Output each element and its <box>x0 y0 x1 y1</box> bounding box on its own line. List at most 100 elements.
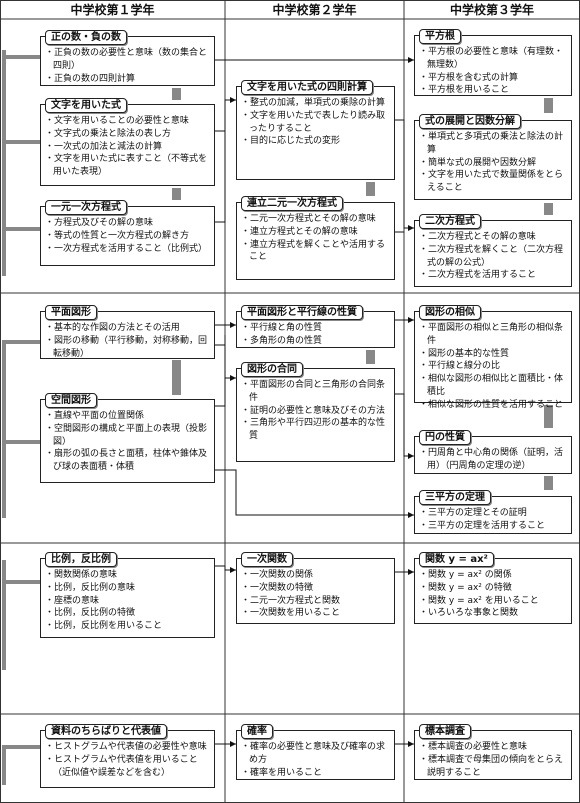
topic-title: 資料のちらばりと代表値 <box>45 724 167 739</box>
topic-box-heihou: 平方根平方根の必要性と意味（有理数・無理数）平方根を含む式の計算平方根を用いるこ… <box>414 29 572 97</box>
topic-item: 二次方程式を解くこと（二次方程式の解の公式） <box>419 244 568 270</box>
topic-item: 正負の数の必要性と意味（数の集合と四則） <box>45 47 211 73</box>
topic-box-souji: 図形の相似平面図形の相似と三角形の相似条件図形の基本的な性質平行線と線分の比相似… <box>414 305 572 410</box>
topic-title: 平面図形 <box>45 305 97 320</box>
topic-item-list: 確率の必要性と意味及び確率の求め方確率を用いること <box>241 741 391 779</box>
topic-item: 相似な図形の相似比と面積比・体積比 <box>419 373 568 399</box>
topic-box-ichigen: 一元一次方程式方程式及びその解の意味等式の性質と一次方程式の解き方一次方程式を活… <box>40 200 215 266</box>
topic-item: 比例，反比例を用いること <box>45 620 211 633</box>
topic-item: ヒストグラムや代表値を用いること（近似値や誤差などを含む） <box>45 754 211 780</box>
topic-item: 文字を用いた式で数量関係をとらえること <box>419 169 568 195</box>
topic-item: 一次関数の特徴 <box>241 582 391 595</box>
topic-item: 方程式及びその解の意味 <box>45 217 211 230</box>
topic-item: 簡単な式の展開や因数分解 <box>419 157 568 170</box>
topic-box-ichiji: 一次関数一次関数の関係一次関数の特徴二元一次方程式と関数一次関数を用いること <box>236 552 395 624</box>
topic-item: ヒストグラムや代表値の必要性や意味 <box>45 741 211 754</box>
topic-item: 一次方程式を活用すること（比例式） <box>45 243 211 256</box>
topic-item: 二元一次方程式とその解の意味 <box>241 213 391 226</box>
topic-box-seifu: 正の数・負の数正負の数の必要性と意味（数の集合と四則）正負の数の四則計算 <box>40 30 215 86</box>
topic-item: 扇形の弧の長さと面積，柱体や錐体及び球の表面積・体積 <box>45 448 211 474</box>
topic-box-heimen: 平面図形基本的な作図の方法とその活用図形の移動（平行移動，対称移動，回転移動） <box>40 305 215 360</box>
topic-item: 座標の意味 <box>45 595 211 608</box>
topic-title: 文字を用いた式 <box>45 98 127 113</box>
topic-title: 標本調査 <box>419 724 471 739</box>
topic-item: 証明の必要性と意味及びその方法 <box>241 405 391 418</box>
topic-box-niji: 二次方程式二次方程式とその解の意味二次方程式を解くこと（二次方程式の解の公式）二… <box>414 214 572 287</box>
topic-title: 一次関数 <box>241 552 293 567</box>
topic-item: 単項式と多項式の乗法と除法の計算 <box>419 131 568 157</box>
topic-item: 三平方の定理とその証明 <box>419 507 568 520</box>
topic-item: 平行線と線分の比 <box>419 360 568 373</box>
topic-item-list: 平方根の必要性と意味（有理数・無理数）平方根を含む式の計算平方根を用いること <box>419 46 568 97</box>
topic-item: 図形の基本的な性質 <box>419 348 568 361</box>
topic-item: 平面図形の相似と三角形の相似条件 <box>419 322 568 348</box>
topic-item-list: 関数関係の意味比例，反比例の意味座標の意味比例，反比例の特徴比例，反比例を用いる… <box>45 569 211 633</box>
topic-item: 図形の移動（平行移動，対称移動，回転移動） <box>45 335 211 361</box>
topic-item-list: 平面図形の相似と三角形の相似条件図形の基本的な性質平行線と線分の比相似な図形の相… <box>419 322 568 412</box>
topic-item: いろいろな事象と関数 <box>419 607 568 620</box>
topic-box-moji1: 文字を用いた式文字を用いることの必要性と意味文字式の乗法と除法の表し方一次式の加… <box>40 98 215 186</box>
topic-box-shiryo: 資料のちらばりと代表値ヒストグラムや代表値の必要性や意味ヒストグラムや代表値を用… <box>40 724 215 788</box>
topic-item: 連立方程式を解くことや活用すること <box>241 239 391 265</box>
topic-item-list: 単項式と多項式の乗法と除法の計算簡単な式の展開や因数分解文字を用いた式で数量関係… <box>419 131 568 195</box>
topic-box-tenkai: 式の展開と因数分解単項式と多項式の乗法と除法の計算簡単な式の展開や因数分解文字を… <box>414 114 572 200</box>
topic-item: 基本的な作図の方法とその活用 <box>45 322 211 335</box>
topic-item-list: 方程式及びその解の意味等式の性質と一次方程式の解き方一次方程式を活用すること（比… <box>45 217 211 255</box>
topic-box-moji2: 文字を用いた式の四則計算整式の加減，単項式の乗除の計算文字を用いた式で表したり読… <box>236 80 395 180</box>
topic-item: 文字を用いた式に表すこと（不等式を用いた表現） <box>45 153 211 179</box>
topic-item: 整式の加減，単項式の乗除の計算 <box>241 97 391 110</box>
topic-item: 標本調査の必要性と意味 <box>419 741 568 754</box>
topic-item: 確率の必要性と意味及び確率の求め方 <box>241 741 391 767</box>
topic-title: 三平方の定理 <box>419 490 491 505</box>
topic-item-list: 基本的な作図の方法とその活用図形の移動（平行移動，対称移動，回転移動） <box>45 322 211 360</box>
topic-item: 三平方の定理を活用すること <box>419 520 568 533</box>
topic-item: 平行線と角の性質 <box>241 322 391 335</box>
topic-item: 比例，反比例の特徴 <box>45 607 211 620</box>
topic-title: 平面図形と平行線の性質 <box>241 305 363 320</box>
topic-item-list: 二次方程式とその解の意味二次方程式を解くこと（二次方程式の解の公式）二次方程式を… <box>419 231 568 282</box>
topic-item: 文字を用いた式で表したり読み取ったりすること <box>241 110 391 136</box>
topic-title: 空間図形 <box>45 393 97 408</box>
topic-item: 平面図形の合同と三角形の合同条件 <box>241 379 391 405</box>
topic-item-list: 平行線と角の性質多角形の角の性質 <box>241 322 391 348</box>
topic-item: 平方根を用いること <box>419 84 568 97</box>
topic-item-list: 正負の数の必要性と意味（数の集合と四則）正負の数の四則計算 <box>45 47 211 85</box>
topic-item: 比例，反比例の意味 <box>45 582 211 595</box>
topic-item-list: 平面図形の合同と三角形の合同条件証明の必要性と意味及びその方法三角形や平行四辺形… <box>241 379 391 443</box>
topic-item: 円周角と中心角の関係（証明，活用）（円周角の定理の逆） <box>419 447 568 473</box>
topic-item-list: 整式の加減，単項式の乗除の計算文字を用いた式で表したり読み取ったりすること目的に… <box>241 97 391 148</box>
topic-item: 相似な図形の性質を活用すること <box>419 399 568 412</box>
topic-item-list: 円周角と中心角の関係（証明，活用）（円周角の定理の逆） <box>419 447 568 473</box>
topic-item: 平方根の必要性と意味（有理数・無理数） <box>419 46 568 72</box>
topic-box-renritsu: 連立二元一次方程式二元一次方程式とその解の意味連立方程式とその解の意味連立方程式… <box>236 196 395 280</box>
topic-box-hirei: 比例，反比例関数関係の意味比例，反比例の意味座標の意味比例，反比例の特徴比例，反… <box>40 552 215 638</box>
topic-box-heikou: 平面図形と平行線の性質平行線と角の性質多角形の角の性質 <box>236 305 395 348</box>
topic-box-goudou: 図形の合同平面図形の合同と三角形の合同条件証明の必要性と意味及びその方法三角形や… <box>236 362 395 462</box>
topic-title: 正の数・負の数 <box>45 30 127 45</box>
topic-item: 文字を用いることの必要性と意味 <box>45 115 211 128</box>
topic-title: 関数 y = ax² <box>419 552 494 567</box>
topic-item: 目的に応じた式の変形 <box>241 135 391 148</box>
topic-item-list: 一次関数の関係一次関数の特徴二元一次方程式と関数一次関数を用いること <box>241 569 391 620</box>
topic-box-sanheihou: 三平方の定理三平方の定理とその証明三平方の定理を活用すること <box>414 490 572 534</box>
topic-title: 文字を用いた式の四則計算 <box>241 80 373 95</box>
topic-item: 関数 y = ax² の関係 <box>419 569 568 582</box>
topic-item: 関数 y = ax² の特徴 <box>419 582 568 595</box>
topic-item-list: 関数 y = ax² の関係関数 y = ax² の特徴関数 y = ax² を… <box>419 569 568 620</box>
topic-item: 一次式の加法と減法の計算 <box>45 141 211 154</box>
topic-title: 二次方程式 <box>419 214 481 229</box>
topic-item: 三角形や平行四辺形の基本的な性質 <box>241 417 391 443</box>
topic-title: 比例，反比例 <box>45 552 117 567</box>
topic-item: 一次関数の関係 <box>241 569 391 582</box>
topic-title: 連立二元一次方程式 <box>241 196 343 211</box>
topic-item-list: 直線や平面の位置関係空間図形の構成と平面上の表現（投影図）扇形の弧の長さと面積，… <box>45 410 211 474</box>
topic-box-kukan: 空間図形直線や平面の位置関係空間図形の構成と平面上の表現（投影図）扇形の弧の長さ… <box>40 393 215 483</box>
topic-item: 等式の性質と一次方程式の解き方 <box>45 230 211 243</box>
topic-box-en: 円の性質円周角と中心角の関係（証明，活用）（円周角の定理の逆） <box>414 430 572 474</box>
topic-item-list: ヒストグラムや代表値の必要性や意味ヒストグラムや代表値を用いること（近似値や誤差… <box>45 741 211 779</box>
topic-item: 標本調査で母集団の傾向をとらえ説明すること <box>419 754 568 780</box>
topic-box-hyouhon: 標本調査標本調査の必要性と意味標本調査で母集団の傾向をとらえ説明すること <box>414 724 572 780</box>
topic-item-list: 文字を用いることの必要性と意味文字式の乗法と除法の表し方一次式の加法と減法の計算… <box>45 115 211 179</box>
